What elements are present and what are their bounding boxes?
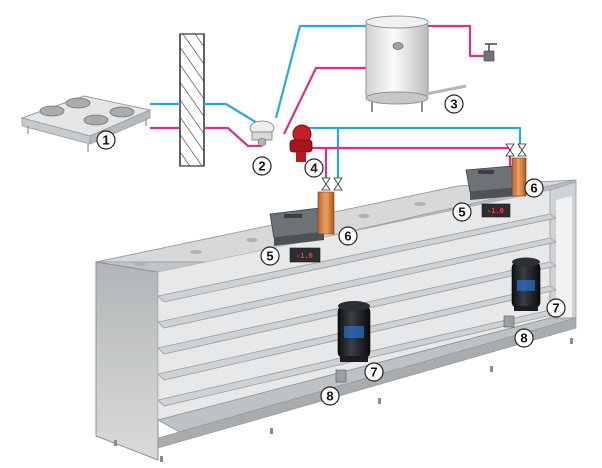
tank-icon (365, 15, 467, 112)
callout-number: 6 (344, 229, 351, 244)
controller-icon: -1.0 (465, 165, 517, 218)
callout-circle (364, 362, 384, 382)
callout-expansion-valve: 8 (320, 386, 340, 406)
callout-dry-cooler: 1 (96, 130, 116, 150)
pump-icon (289, 124, 313, 162)
callout-circle (452, 202, 472, 222)
buffer-tank (365, 15, 467, 112)
three-way-valve (249, 120, 275, 147)
supply-pipes (150, 24, 522, 178)
callout-number: 4 (310, 161, 318, 176)
callout-circle (546, 298, 566, 318)
heat-exchanger-icon (317, 191, 335, 235)
valve-icon (335, 369, 347, 383)
callout-circle (260, 246, 280, 266)
circulation-pump (289, 124, 313, 162)
callout-circle (524, 178, 544, 198)
heat-exchanger-icon (511, 157, 527, 197)
callout-number: 3 (450, 97, 457, 112)
compressor-right (503, 257, 541, 328)
left-module: -1.0 (269, 177, 343, 263)
callout-controller: 5 (452, 202, 472, 222)
callout-number: 1 (102, 133, 109, 148)
controller-icon: -1.0 (269, 207, 325, 263)
return-pipes (150, 24, 512, 178)
callout-controller: 5 (260, 246, 280, 266)
callout-number: 7 (552, 301, 559, 316)
callout-number: 8 (326, 389, 333, 404)
right-module: -1.0 (465, 143, 527, 218)
svg-text:-1.0: -1.0 (487, 207, 504, 215)
valve-icon (483, 43, 497, 62)
callout-number: 5 (266, 249, 273, 264)
callout-circle (338, 226, 358, 246)
callout-circulation-pump: 4 (304, 158, 324, 178)
callout-number: 2 (258, 159, 265, 174)
callout-three-way-valve: 2 (252, 156, 272, 176)
callout-plate-heat-exchanger: 6 (338, 226, 358, 246)
valve-icon (503, 315, 515, 328)
callout-buffer-tank: 3 (444, 94, 464, 114)
callout-circle (96, 130, 116, 150)
callout-number: 7 (370, 365, 377, 380)
callout-expansion-valve: 8 (514, 328, 534, 348)
callout-compressor: 7 (546, 298, 566, 318)
callout-circle (444, 94, 464, 114)
valve-icon (321, 177, 343, 191)
compressor-icon (337, 301, 371, 362)
callout-plate-heat-exchanger: 6 (524, 178, 544, 198)
callout-number: 5 (458, 205, 465, 220)
valve-icon (505, 143, 527, 157)
callout-circle (252, 156, 272, 176)
callout-circle (514, 328, 534, 348)
callouts: 1 2 3 4 5 5 6 6 7 7 8 8 (96, 94, 566, 406)
fan-icon (39, 97, 135, 126)
svg-text:-1.0: -1.0 (296, 252, 313, 260)
callout-number: 6 (530, 181, 537, 196)
compressor-icon (511, 257, 541, 311)
callout-number: 8 (520, 331, 527, 346)
callout-circle (304, 158, 324, 178)
callout-circle (320, 386, 340, 406)
callout-compressor: 7 (364, 362, 384, 382)
dry-cooler (20, 95, 152, 152)
compressor-center (335, 301, 371, 383)
wall (179, 33, 205, 167)
